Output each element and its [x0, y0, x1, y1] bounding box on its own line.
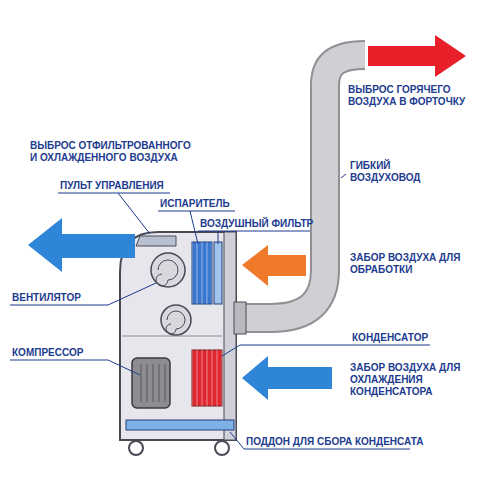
air-filter — [214, 242, 222, 304]
condensate-tray — [126, 420, 234, 430]
intake-label: ЗАБОР ВОЗДУХА ДЛЯ ОХЛАЖДЕНИЯ КОНДЕНСАТОР… — [350, 362, 475, 398]
leader-line — [198, 231, 310, 232]
wheel — [129, 441, 143, 455]
part-label: ГИБКИЙ ВОЗДУХОВОД — [350, 160, 440, 184]
fan — [151, 253, 185, 287]
fan-spiral — [156, 260, 178, 286]
unit-housing — [120, 232, 236, 440]
leader-line — [341, 174, 346, 178]
cold-air-arrow — [28, 218, 135, 272]
condenser-fins — [192, 350, 222, 406]
evaporator — [192, 242, 212, 304]
leader-line — [190, 211, 198, 244]
fan-spiral — [166, 311, 185, 334]
part-label: КОНДЕНСАТОР — [352, 332, 428, 344]
hot-air-arrow — [368, 35, 466, 77]
divider — [122, 336, 222, 337]
leader-line — [218, 231, 219, 244]
duct-collar — [234, 302, 246, 334]
outlet-label: ВЫБРОС ГОРЯЧЕГО ВОЗДУХА В ФОРТОЧКУ — [348, 84, 488, 108]
evaporator-fins — [192, 242, 212, 304]
intake-label: ЗАБОР ВОЗДУХА ДЛЯ ОБРАБОТКИ — [350, 252, 470, 276]
part-label: ВЕНТИЛЯТОР — [12, 292, 81, 304]
wheel — [215, 441, 229, 455]
compressor-ribs — [136, 364, 166, 402]
part-label: ИСПАРИТЕЛЬ — [160, 198, 230, 210]
process-air-arrow — [242, 245, 306, 286]
leader-line — [158, 211, 235, 212]
leader-line — [222, 345, 430, 356]
part-label: ВОЗДУШНЫЙ ФИЛЬТР — [200, 218, 313, 230]
back-panel — [224, 232, 236, 440]
flexible-duct — [238, 55, 365, 318]
part-label: ПУЛЬТ УПРАВЛЕНИЯ — [60, 180, 164, 192]
duct-outline — [238, 55, 365, 318]
part-label: КОМПРЕССОР — [12, 347, 83, 359]
control-panel — [136, 236, 176, 246]
leader-line — [10, 283, 156, 305]
outlet-label: ВЫБРОС ОТФИЛЬТРОВАННОГО И ОХЛАЖДЕННОГО В… — [30, 140, 198, 164]
condenser — [192, 350, 222, 406]
leader-line — [10, 360, 140, 375]
part-label: ПОДДОН ДЛЯ СБОРА КОНДЕНСАТА — [246, 436, 423, 448]
leader-line — [58, 193, 170, 194]
compressor — [132, 358, 170, 408]
fan — [161, 305, 191, 335]
leader-line — [118, 193, 150, 234]
condenser-air-arrow — [242, 356, 332, 400]
leader-lines — [10, 174, 430, 449]
